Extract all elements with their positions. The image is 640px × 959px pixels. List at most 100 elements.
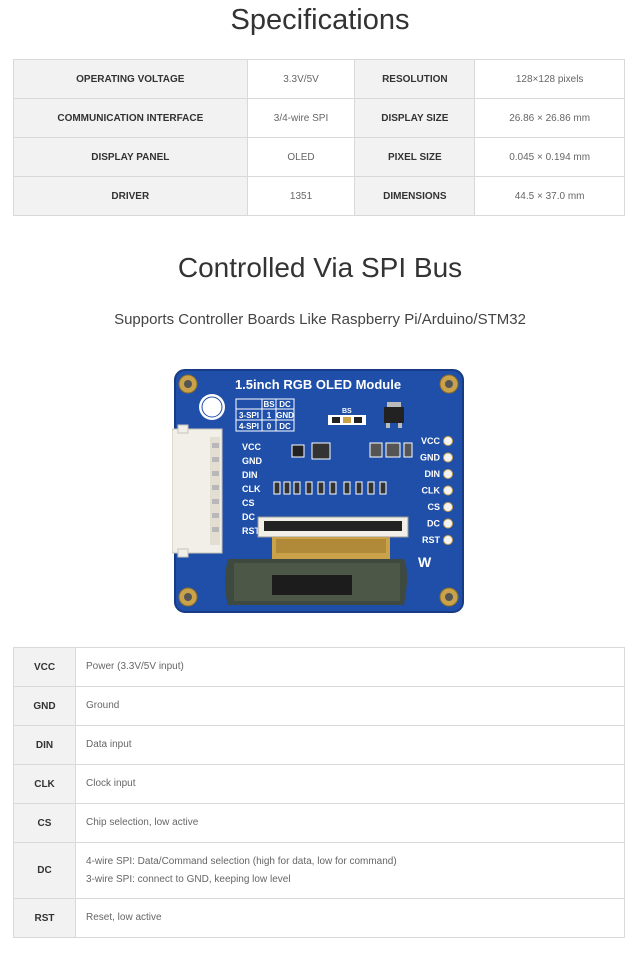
pin-description-line: Chip selection, low active [86, 817, 199, 828]
right-pin-label: CS [427, 502, 440, 512]
spec-key: DISPLAY SIZE [354, 98, 476, 138]
pin-row: DC 4-wire SPI: Data/Command selection (hi… [13, 842, 625, 899]
connector-pin [212, 527, 219, 532]
specifications-title: Specifications [230, 4, 410, 36]
spec-value: 3/4-wire SPI [246, 98, 356, 138]
pin-description: 4-wire SPI: Data/Command selection (high… [75, 842, 625, 899]
left-pin-label: RST [242, 526, 261, 536]
pin-row: RST Reset, low active [13, 898, 625, 938]
right-pin-label: VCC [421, 436, 441, 446]
pin-description-line: 4-wire SPI: Data/Command selection (high… [86, 855, 397, 867]
resistor-row-icons [273, 481, 387, 495]
spi-section-subtitle: Supports Controller Boards Like Raspberr… [114, 311, 526, 328]
right-pin-label: DIN [425, 469, 441, 479]
spec-key: DIMENSIONS [354, 176, 476, 216]
bs-jumper-pads [328, 415, 366, 425]
pin-name: CS [13, 803, 76, 843]
pin-row: GND Ground [13, 686, 625, 726]
dc-header: DC [279, 400, 291, 409]
oled-panel [225, 559, 407, 605]
connector-pin [212, 443, 219, 448]
bs-row2-bs: 0 [267, 422, 272, 431]
pin-pad-icon [443, 518, 453, 529]
bs-config-table: BS DC 3-SPI 1 GND 4-SPI 0 DC [235, 398, 295, 432]
left-pin-label: VCC [242, 442, 262, 452]
spec-value: 128×128 pixels [474, 59, 625, 99]
spec-key: DRIVER [13, 176, 248, 216]
connector-pin [212, 513, 219, 518]
fpc-connector [257, 516, 409, 538]
pin-name: GND [13, 686, 76, 726]
pin-row: VCC Power (3.3V/5V input) [13, 647, 625, 687]
right-pin-label: GND [420, 453, 441, 463]
connector-pin [212, 499, 219, 504]
pin-description: Chip selection, low active [75, 803, 625, 843]
bs-row2-mode: 4-SPI [239, 422, 259, 431]
spec-key: OPERATING VOLTAGE [13, 59, 248, 99]
mounting-hole-icons [178, 374, 459, 607]
compliance-logo-icon [199, 394, 225, 420]
bs-header: BS [263, 400, 275, 409]
pin-pad-icon [443, 485, 453, 496]
bs-row1-dc: GND [276, 411, 294, 420]
spec-value: 0.045 × 0.194 mm [474, 137, 625, 177]
left-pin-label: GND [242, 456, 263, 466]
bs-row2-dc: DC [279, 422, 291, 431]
right-pin-label: RST [422, 535, 441, 545]
oled-module-board-image: 1.5inch RGB OLED Module BS DC 3-SPI 1 GN… [172, 369, 464, 613]
pin-description: Data input [75, 725, 625, 765]
left-pin-label: DC [242, 512, 255, 522]
right-pin-label: DC [427, 519, 440, 529]
spec-value: 26.86 × 26.86 mm [474, 98, 625, 138]
pin-name: DC [13, 842, 76, 899]
board-title: 1.5inch RGB OLED Module [235, 377, 401, 392]
spi-section-title: Controlled Via SPI Bus [177, 252, 463, 283]
pin-row: CLK Clock input [13, 764, 625, 804]
bs-jumper-label: BS [342, 408, 352, 415]
pin-description-line: Power (3.3V/5V input) [86, 661, 184, 672]
pin-pad-icon [443, 469, 453, 479]
spec-key: DISPLAY PANEL [13, 137, 248, 177]
pin-description-line: Ground [86, 700, 120, 711]
smd-components [291, 442, 413, 460]
spec-value: 44.5 × 37.0 mm [474, 176, 625, 216]
spec-key: RESOLUTION [354, 59, 476, 99]
pin-name: CLK [13, 764, 76, 804]
left-pin-label: DIN [242, 470, 258, 480]
pin-row: CS Chip selection, low active [13, 803, 625, 843]
right-pin-label: CLK [422, 486, 441, 496]
pin-description: Ground [75, 686, 625, 726]
pin-pad-icon [443, 436, 453, 446]
brand-logo-icon: W [418, 554, 432, 570]
pin-name: VCC [13, 647, 76, 687]
spec-value: 1351 [246, 176, 356, 216]
connector-pin [212, 471, 219, 476]
pin-pad-icon [443, 502, 453, 512]
bs-row1-mode: 3-SPI [239, 411, 259, 420]
connector-pin [212, 485, 219, 490]
pin-description: Reset, low active [75, 898, 625, 938]
pin-description-line: Reset, low active [86, 912, 162, 923]
connector-pin [212, 457, 219, 462]
flex-cable [272, 537, 390, 559]
spec-value: 3.3V/5V [246, 59, 356, 99]
bs-row1-bs: 1 [267, 411, 272, 420]
pin-description-line: Clock input [86, 778, 136, 789]
pin-name: DIN [13, 725, 76, 765]
pin-pad-icon [443, 535, 453, 545]
left-pin-label: CLK [242, 484, 261, 494]
pin-row: DIN Data input [13, 725, 625, 765]
spec-key: PIXEL SIZE [354, 137, 476, 177]
pin-description: Clock input [75, 764, 625, 804]
pin-description: Power (3.3V/5V input) [75, 647, 625, 687]
pin-description-line: Data input [86, 739, 132, 750]
voltage-regulator-chip [384, 402, 404, 428]
pin-description-line: 3-wire SPI: connect to GND, keeping low … [86, 873, 291, 885]
pin-name: RST [13, 898, 76, 938]
